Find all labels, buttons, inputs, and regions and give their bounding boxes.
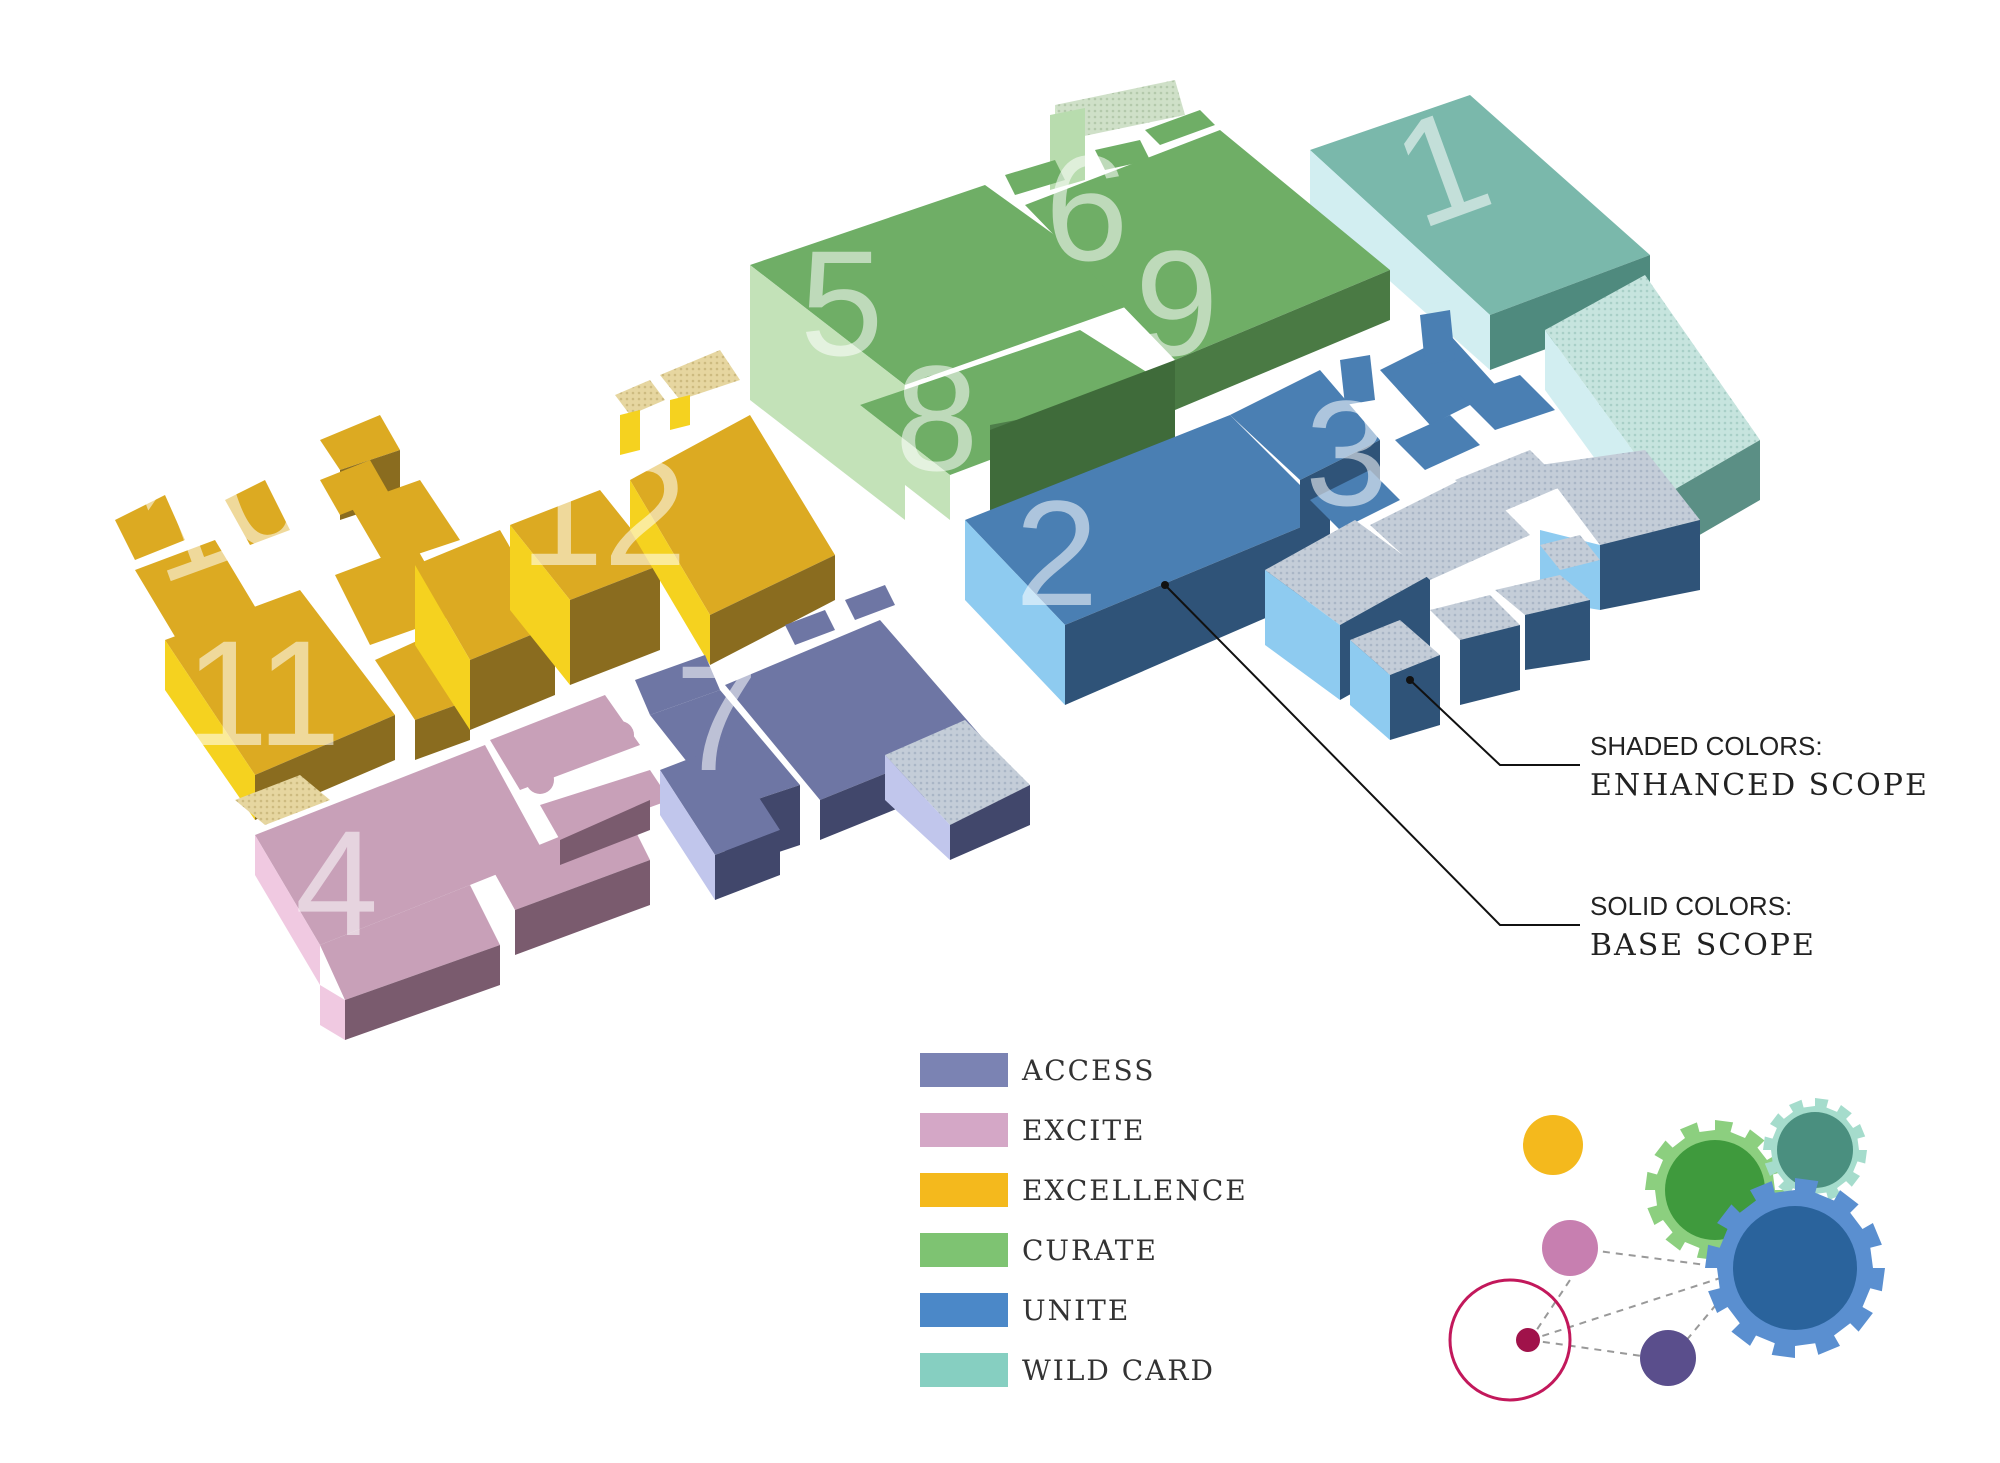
zone-number-3: 3 bbox=[1305, 369, 1388, 537]
zone-number-12: 12 bbox=[520, 429, 687, 597]
legend-label-access: ACCESS bbox=[1021, 1054, 1155, 1087]
gear-emblem bbox=[1448, 1098, 1885, 1402]
zone-number-2: 2 bbox=[1015, 469, 1098, 637]
legend-swatch-unite bbox=[920, 1293, 1008, 1327]
zone-number-labels: 1 2 3 4 5 6 7 8 9 10 11 12 bbox=[113, 74, 1509, 967]
zone-excellence bbox=[115, 350, 835, 820]
pink-circle bbox=[1542, 1220, 1598, 1276]
zone-number-11: 11 bbox=[185, 609, 341, 777]
annotation-solid-line1: SOLID COLORS: bbox=[1590, 891, 1792, 921]
legend-swatch-excellence bbox=[920, 1173, 1008, 1207]
zone-number-7: 7 bbox=[675, 634, 758, 802]
legend: ACCESS EXCITE EXCELLENCE CURATE UNITE WILD CA… bbox=[920, 1053, 1248, 1387]
legend-label-excellence: EXCELLENCE bbox=[1022, 1174, 1248, 1207]
purple-circle bbox=[1640, 1330, 1696, 1386]
legend-swatch-wild-card bbox=[920, 1353, 1008, 1387]
zone-curate bbox=[750, 80, 1390, 525]
legend-swatch-access bbox=[920, 1053, 1008, 1087]
zone-excite bbox=[235, 695, 670, 1040]
legend-label-wild-card: WILD CARD bbox=[1022, 1354, 1215, 1387]
zone-number-5: 5 bbox=[800, 219, 883, 387]
legend-label-excite: EXCITE bbox=[1022, 1114, 1145, 1147]
dot-circle bbox=[1516, 1328, 1540, 1352]
annotation-solid: SOLID COLORS: BASE SCOPE bbox=[1161, 581, 1816, 963]
teal-gear-icon bbox=[1763, 1098, 1867, 1202]
yellow-circle bbox=[1523, 1115, 1583, 1175]
annotation-shaded: SHADED COLORS: ENHANCED SCOPE bbox=[1406, 676, 1929, 803]
blue-gear-icon bbox=[1705, 1178, 1885, 1358]
annotation-shaded-line1: SHADED COLORS: bbox=[1590, 731, 1823, 761]
annotation-solid-line2: BASE SCOPE bbox=[1590, 928, 1816, 963]
legend-swatch-curate bbox=[920, 1233, 1008, 1267]
zone-number-9: 9 bbox=[1135, 219, 1218, 387]
zone-number-4: 4 bbox=[295, 799, 378, 967]
outline-circle bbox=[1448, 1278, 1572, 1402]
zone-1-wildcard bbox=[1310, 95, 1760, 555]
zone-unite bbox=[965, 310, 1700, 740]
zone-access bbox=[635, 585, 1030, 900]
zone-number-8: 8 bbox=[895, 334, 978, 502]
legend-swatch-excite bbox=[920, 1113, 1008, 1147]
zone-number-6: 6 bbox=[1045, 124, 1128, 292]
legend-label-unite: UNITE bbox=[1022, 1294, 1130, 1327]
legend-label-curate: CURATE bbox=[1022, 1234, 1158, 1267]
annotation-shaded-line2: ENHANCED SCOPE bbox=[1590, 768, 1929, 803]
